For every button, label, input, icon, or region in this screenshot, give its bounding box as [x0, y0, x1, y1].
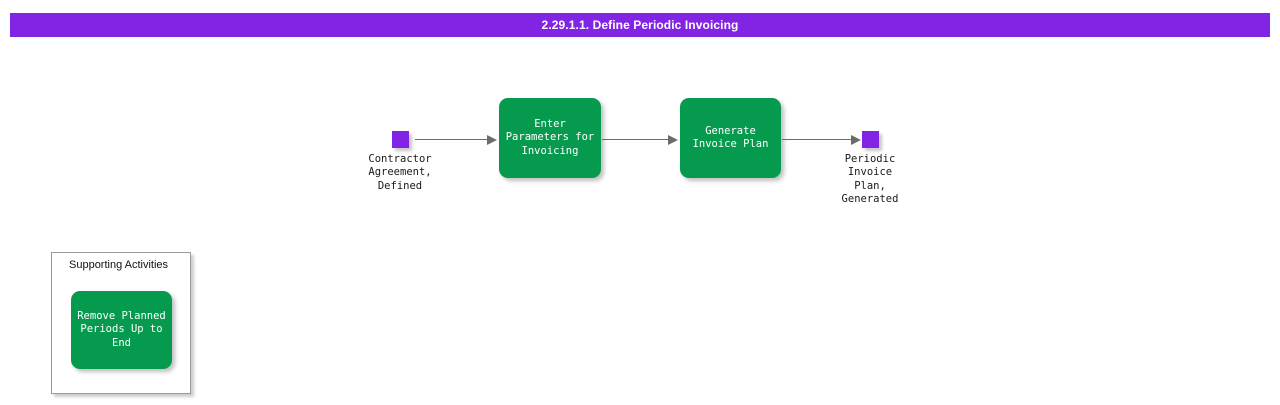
connector-enter-parameters-to-generate-invoice-plan: [602, 134, 678, 145]
connector-start-to-enter-parameters: [415, 134, 497, 145]
arrowhead-icon: [851, 134, 861, 145]
function-label-remove-planned-periods-up-to-end: Remove Planned Periods Up to End: [77, 309, 166, 349]
event-node-periodic-invoice-plan-generated[interactable]: [862, 131, 879, 148]
event-label-periodic-invoice-plan-generated: Periodic Invoice Plan, Generated: [841, 153, 899, 206]
arrowhead-icon: [668, 134, 678, 145]
connector-generate-invoice-plan-to-end: [782, 134, 861, 145]
event-label-contractor-agreement-defined: Contractor Agreement, Defined: [368, 153, 432, 192]
connector-line: [782, 139, 852, 140]
function-node-generate-invoice-plan[interactable]: Generate Invoice Plan: [680, 98, 781, 178]
function-node-enter-parameters-for-invoicing[interactable]: Enter Parameters for Invoicing: [499, 98, 601, 178]
supporting-activities-panel: Supporting Activities Remove Planned Per…: [51, 252, 191, 394]
page-title: 2.29.1.1. Define Periodic Invoicing: [541, 18, 739, 32]
connector-line: [415, 139, 488, 140]
event-node-contractor-agreement-defined[interactable]: [392, 131, 409, 148]
function-label-enter-parameters-for-invoicing: Enter Parameters for Invoicing: [505, 117, 595, 157]
page-title-bar: 2.29.1.1. Define Periodic Invoicing: [10, 13, 1270, 37]
connector-line: [602, 139, 669, 140]
function-label-generate-invoice-plan: Generate Invoice Plan: [692, 124, 769, 150]
supporting-activities-title: Supporting Activities: [69, 259, 169, 271]
arrowhead-icon: [487, 134, 497, 145]
function-node-remove-planned-periods-up-to-end[interactable]: Remove Planned Periods Up to End: [71, 291, 172, 369]
